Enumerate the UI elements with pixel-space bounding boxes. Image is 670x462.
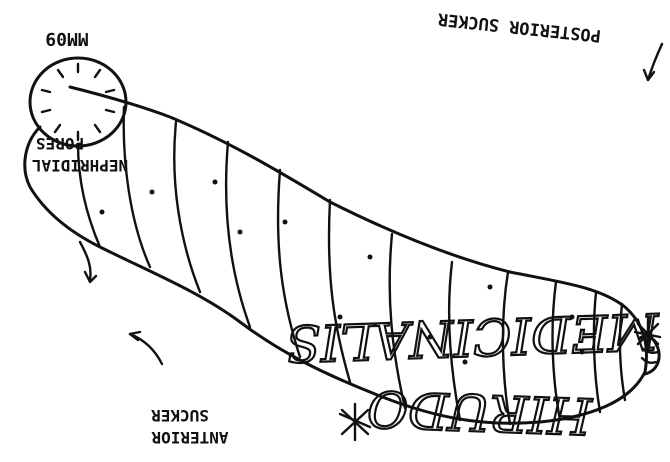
nephridial-label-2: PORES — [36, 134, 84, 153]
anterior-label-2: SUCKER — [151, 406, 209, 425]
body-segments — [78, 107, 625, 424]
nephridial-label-1: NEPHRIDIAL — [32, 156, 128, 175]
anterior-label-1: ANTERIOR — [151, 428, 228, 447]
species-name-line2: MEDICINALIS — [285, 301, 660, 372]
figure-code-label: MM09 — [45, 28, 88, 49]
anterior-sucker — [30, 58, 126, 146]
species-name-line1: HIRUDO — [366, 379, 593, 445]
posterior-label: POSTERIOR SUCKER — [436, 8, 602, 45]
